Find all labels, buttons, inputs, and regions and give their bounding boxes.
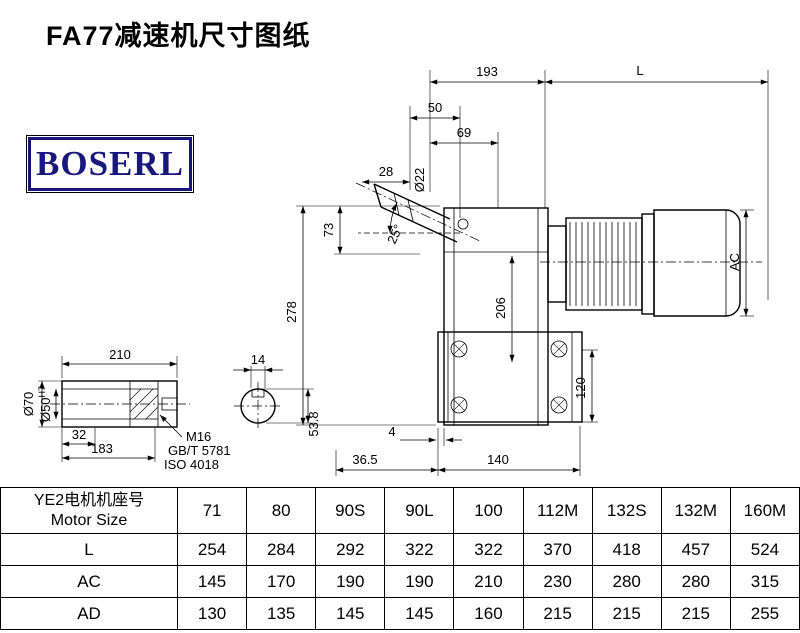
dia50-tolerance: H7 bbox=[37, 386, 47, 398]
dim-label-210: 210 bbox=[109, 347, 131, 362]
cell: 524 bbox=[729, 533, 800, 566]
table-row-AC: AC 145 170 190 190 210 230 280 280 315 bbox=[0, 565, 800, 598]
col-header-0: 71 bbox=[176, 487, 248, 534]
cell: 255 bbox=[729, 597, 800, 630]
dimension-lines bbox=[39, 79, 768, 473]
dim-label-193: 193 bbox=[476, 64, 498, 79]
dim-label-28: 28 bbox=[379, 164, 393, 179]
dim-label-AC: AC bbox=[727, 253, 742, 271]
motor-size-table: YE2电机机座号 Motor Size 71 80 90S 90L 100 11… bbox=[0, 487, 800, 630]
dim-label-32: 32 bbox=[72, 427, 86, 442]
dim-label-dia22: Ø22 bbox=[412, 168, 427, 193]
dim-label-69: 69 bbox=[457, 125, 471, 140]
cell: 370 bbox=[522, 533, 593, 566]
dim-label-4: 4 bbox=[388, 424, 395, 439]
cell: 145 bbox=[384, 597, 455, 630]
cell: 254 bbox=[176, 533, 248, 566]
header-motor-size: YE2电机机座号 Motor Size bbox=[0, 487, 178, 534]
dim-label-iso4018: ISO 4018 bbox=[164, 457, 219, 472]
dimension-drawing: 193 L 50 69 Ø22 28 73 25° 278 206 AC 120… bbox=[21, 63, 769, 476]
output-flange bbox=[437, 331, 583, 423]
cell: 145 bbox=[315, 597, 386, 630]
cell: 322 bbox=[453, 533, 524, 566]
cell: 145 bbox=[176, 565, 248, 598]
dim-label-dia70: Ø70 bbox=[21, 392, 36, 417]
col-header-4: 100 bbox=[453, 487, 524, 534]
dim-label-50: 50 bbox=[428, 100, 442, 115]
cell: 160 bbox=[453, 597, 524, 630]
dim-label-140: 140 bbox=[487, 452, 509, 467]
table-row-AD: AD 130 135 145 145 160 215 215 215 255 bbox=[0, 597, 800, 630]
col-header-6: 132S bbox=[591, 487, 662, 534]
dim-label-53-8: 53.8 bbox=[306, 411, 321, 436]
cell: 280 bbox=[660, 565, 731, 598]
boserl-logo-text: BOSERL bbox=[36, 144, 184, 183]
table-row-L: L 254 284 292 322 322 370 418 457 524 bbox=[0, 533, 800, 566]
row-label-L: L bbox=[0, 533, 178, 566]
cell: 315 bbox=[729, 565, 800, 598]
cell: 215 bbox=[660, 597, 731, 630]
col-header-7: 132M bbox=[660, 487, 731, 534]
row-label-AD: AD bbox=[0, 597, 178, 630]
dim-label-m16: M16 bbox=[186, 429, 211, 444]
cell: 130 bbox=[176, 597, 248, 630]
hollow-shaft-end-view bbox=[234, 382, 282, 430]
col-header-8: 160M bbox=[729, 487, 800, 534]
dim-label-206: 206 bbox=[493, 297, 508, 319]
dim-label-120: 120 bbox=[573, 377, 588, 399]
dim-label-25deg: 25° bbox=[384, 222, 406, 246]
dia50-value: Ø50 bbox=[38, 397, 53, 422]
col-header-3: 90L bbox=[384, 487, 455, 534]
cell: 280 bbox=[591, 565, 662, 598]
cell: 215 bbox=[591, 597, 662, 630]
header-line1: YE2电机机座号 bbox=[33, 491, 145, 509]
extension-lines bbox=[38, 70, 769, 476]
input-shaft-25deg bbox=[355, 182, 483, 243]
dim-label-14: 14 bbox=[251, 352, 265, 367]
row-label-AC: AC bbox=[0, 565, 178, 598]
hollow-shaft-side-view bbox=[50, 380, 190, 428]
cell: 190 bbox=[384, 565, 455, 598]
col-header-5: 112M bbox=[522, 487, 593, 534]
motor bbox=[540, 209, 762, 317]
cell: 457 bbox=[660, 533, 731, 566]
header-line2: Motor Size bbox=[50, 511, 128, 529]
cell: 170 bbox=[246, 565, 317, 598]
cell: 322 bbox=[384, 533, 455, 566]
dim-label-dia50h7: Ø50H7 bbox=[37, 386, 53, 422]
cell: 190 bbox=[315, 565, 386, 598]
dim-label-73: 73 bbox=[321, 223, 336, 237]
dim-label-36-5: 36.5 bbox=[352, 452, 377, 467]
col-header-2: 90S bbox=[315, 487, 386, 534]
cell: 230 bbox=[522, 565, 593, 598]
table-header-row: YE2电机机座号 Motor Size 71 80 90S 90L 100 11… bbox=[0, 487, 800, 534]
dim-label-278: 278 bbox=[284, 301, 299, 323]
cell: 215 bbox=[522, 597, 593, 630]
cell: 135 bbox=[246, 597, 317, 630]
cell: 418 bbox=[591, 533, 662, 566]
dimension-labels: 193 L 50 69 Ø22 28 73 25° 278 206 AC 120… bbox=[21, 63, 742, 472]
page-title: FA77减速机尺寸图纸 bbox=[46, 21, 311, 51]
dim-label-gbt5781: GB/T 5781 bbox=[168, 443, 231, 458]
cell: 292 bbox=[315, 533, 386, 566]
cell: 210 bbox=[453, 565, 524, 598]
cell: 284 bbox=[246, 533, 317, 566]
dim-label-183: 183 bbox=[91, 441, 113, 456]
gearbox-housing bbox=[443, 207, 549, 426]
boserl-logo: BOSERL bbox=[26, 135, 194, 193]
col-header-1: 80 bbox=[246, 487, 317, 534]
dim-label-L: L bbox=[636, 63, 643, 78]
